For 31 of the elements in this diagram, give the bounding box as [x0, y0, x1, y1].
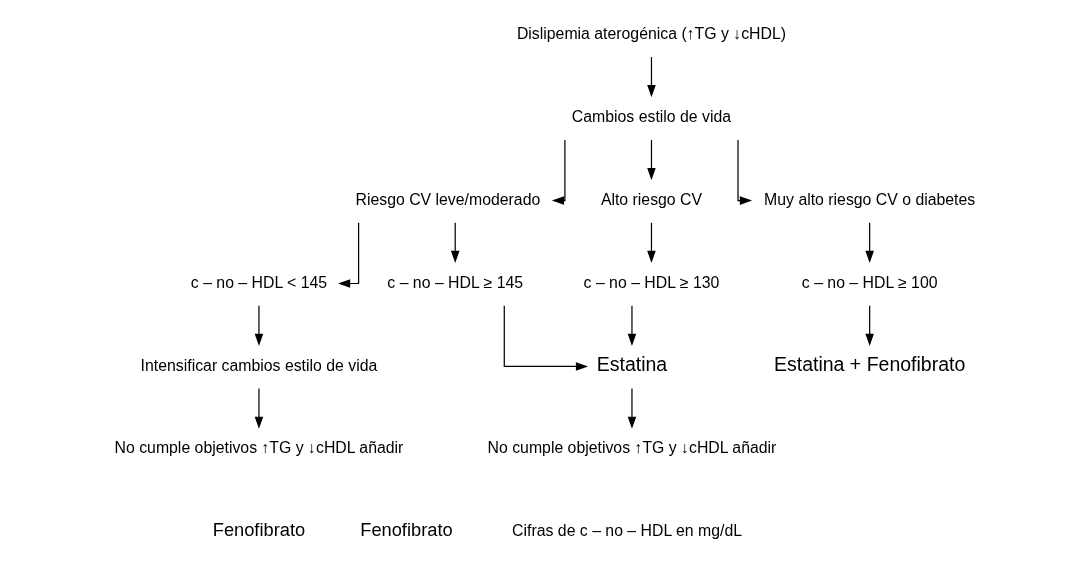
- node-text: Estatina: [596, 353, 667, 376]
- arrow: [254, 388, 263, 429]
- node-text: Intensificar cambios estilo de vida: [140, 356, 377, 374]
- node-text: Riesgo CV leve/moderado: [355, 190, 540, 208]
- node-text: No cumple objetivos ↑TG y ↓cHDL añadir: [114, 439, 403, 457]
- arrow: [646, 222, 656, 264]
- arrow: [551, 139, 566, 205]
- arrow: [254, 305, 263, 346]
- node-text: c – no – HDL < 145: [190, 273, 327, 291]
- arrow: [646, 56, 656, 98]
- node-text: Dislipemia aterogénica (↑TG y ↓cHDL): [516, 24, 786, 42]
- arrow: [864, 222, 874, 264]
- node-text: c – no – HDL ≥ 145: [386, 273, 523, 291]
- label: Fenofibrato: [212, 519, 305, 541]
- arrow: [646, 139, 656, 181]
- node-text: Cambios estilo de vida: [571, 107, 731, 125]
- node-text: c – no – HDL ≥ 130: [583, 273, 719, 291]
- arrow: [864, 305, 874, 346]
- arrow: [450, 222, 459, 264]
- node-text: c – no – HDL ≥ 100: [801, 273, 938, 291]
- arrow: [736, 139, 752, 205]
- node-text: Estatina + Fenofibrato: [773, 353, 965, 376]
- arrow: [337, 222, 359, 288]
- label: Cifras de c – no – HDL en mg/dL: [511, 522, 742, 540]
- label: Fenofibrato: [359, 519, 453, 541]
- arrow: [627, 305, 636, 346]
- node-text: Muy alto riesgo CV o diabetes: [763, 190, 975, 208]
- arrow: [627, 388, 636, 429]
- node-text: No cumple objetivos ↑TG y ↓cHDL añadir: [487, 439, 776, 457]
- arrow: [503, 305, 588, 371]
- node-text: Alto riesgo CV: [600, 190, 702, 208]
